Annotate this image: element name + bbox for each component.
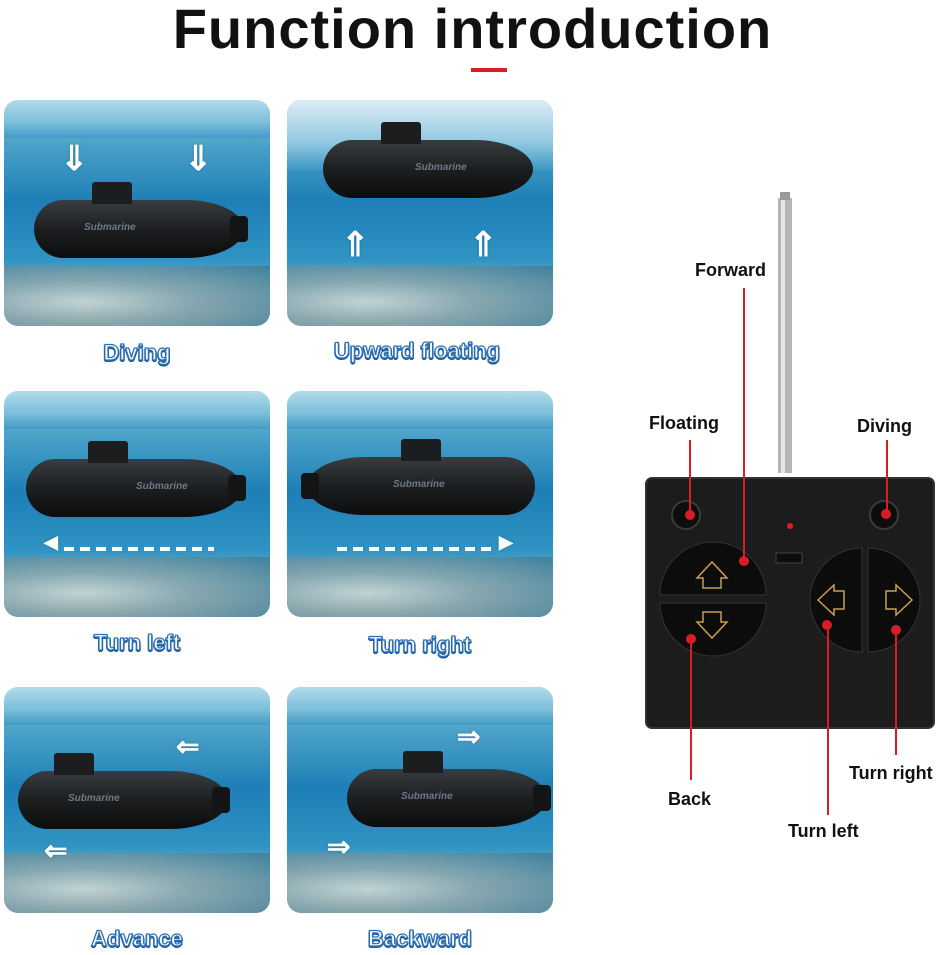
right-arrow-icon: [885, 583, 914, 617]
caption-turn-left: Turn left: [93, 629, 181, 655]
caption-upward-floating: Upward floating: [333, 337, 501, 363]
turn-right-image: Submarine ▶: [287, 391, 553, 617]
label-back: Back: [668, 789, 712, 809]
up-arrow-icon: [695, 560, 729, 589]
up-arrow-icon: ⇑: [469, 226, 498, 264]
diving-pointer-dot: [881, 509, 891, 519]
left-arrow-icon: [816, 583, 845, 617]
submarine: Submarine: [323, 122, 533, 198]
water-surface: [4, 687, 270, 725]
submarine-tower: [88, 441, 128, 463]
submarine-logo: Submarine: [401, 791, 453, 802]
right-arrow-icon: ▶: [499, 532, 513, 552]
upward-floating-image: Submarine ⇑ ⇑: [287, 100, 553, 326]
remote-body: [646, 478, 934, 728]
propeller: [230, 216, 248, 242]
title-accent-bar: [471, 68, 507, 72]
advance-image: ⇐ Submarine ⇐: [4, 687, 270, 913]
down-arrow-icon: [695, 611, 729, 640]
submarine-logo: Submarine: [415, 162, 467, 173]
seabed: [4, 853, 270, 913]
back-pointer: [690, 640, 692, 780]
backward-image: ⇒ Submarine ⇒: [287, 687, 553, 913]
submarine-tower: [54, 753, 94, 775]
submarine-tower: [403, 751, 443, 773]
turn-left-pointer: [827, 625, 829, 815]
propeller: [228, 475, 246, 501]
caption-backward: Backward: [367, 925, 472, 951]
seabed: [287, 853, 553, 913]
left-arrow-icon: ⇐: [176, 731, 200, 762]
power-switch[interactable]: [775, 552, 803, 564]
submarine: Submarine: [301, 439, 535, 515]
turn-path: [337, 547, 497, 551]
label-forward: Forward: [695, 260, 767, 280]
turn-left-pointer-dot: [822, 620, 832, 630]
water-surface: [4, 391, 270, 429]
floating-pointer: [689, 440, 691, 516]
submarine: Submarine: [34, 182, 248, 258]
left-arrow-icon: ⇐: [44, 835, 68, 866]
label-turn-left: Turn left: [788, 821, 859, 841]
propeller: [533, 785, 551, 811]
water-surface: [4, 100, 270, 138]
seabed: [4, 266, 270, 326]
back-pointer-dot: [686, 634, 696, 644]
turn-right-pointer-dot: [891, 625, 901, 635]
right-arrow-icon: ⇒: [457, 721, 481, 752]
caption-turn-right: Turn right: [368, 631, 472, 657]
up-arrow-icon: ⇑: [341, 226, 370, 264]
water-surface: [287, 391, 553, 429]
submarine: Submarine: [347, 751, 551, 827]
label-floating: Floating: [649, 413, 719, 433]
water-surface: [287, 687, 553, 725]
power-led: [787, 523, 793, 529]
submarine-tower: [92, 182, 132, 204]
left-arrow-icon: ◀: [44, 532, 58, 552]
forward-pointer-dot: [739, 556, 749, 566]
caption-advance: Advance: [91, 925, 184, 951]
seabed: [287, 266, 553, 326]
down-arrow-icon: ⇓: [184, 140, 213, 178]
label-turn-right: Turn right: [849, 763, 933, 783]
diving-pointer: [886, 440, 888, 516]
submarine: Submarine: [18, 753, 230, 829]
forward-pointer: [743, 288, 745, 562]
submarine-tower: [381, 122, 421, 144]
propeller: [301, 473, 319, 499]
turn-path: [64, 547, 214, 551]
turn-right-pointer: [895, 630, 897, 755]
turn-right-button[interactable]: [867, 547, 921, 653]
submarine-logo: Submarine: [84, 222, 136, 233]
down-arrow-icon: ⇓: [60, 140, 89, 178]
right-arrow-icon: ⇒: [327, 831, 351, 862]
submarine-logo: Submarine: [68, 793, 120, 804]
submarine-logo: Submarine: [136, 481, 188, 492]
submarine-logo: Submarine: [393, 479, 445, 490]
submarine-tower: [401, 439, 441, 461]
submarine: Submarine: [26, 441, 246, 517]
page-title: Function introduction: [172, 0, 773, 60]
diving-image: ⇓ ⇓ Submarine: [4, 100, 270, 326]
back-button[interactable]: [659, 602, 767, 657]
seabed: [287, 557, 553, 617]
seabed: [4, 557, 270, 617]
floating-pointer-dot: [685, 510, 695, 520]
label-diving: Diving: [857, 416, 913, 436]
turn-left-image: Submarine ◀: [4, 391, 270, 617]
forward-button[interactable]: [659, 541, 767, 596]
propeller: [212, 787, 230, 813]
caption-diving: Diving: [103, 339, 171, 365]
